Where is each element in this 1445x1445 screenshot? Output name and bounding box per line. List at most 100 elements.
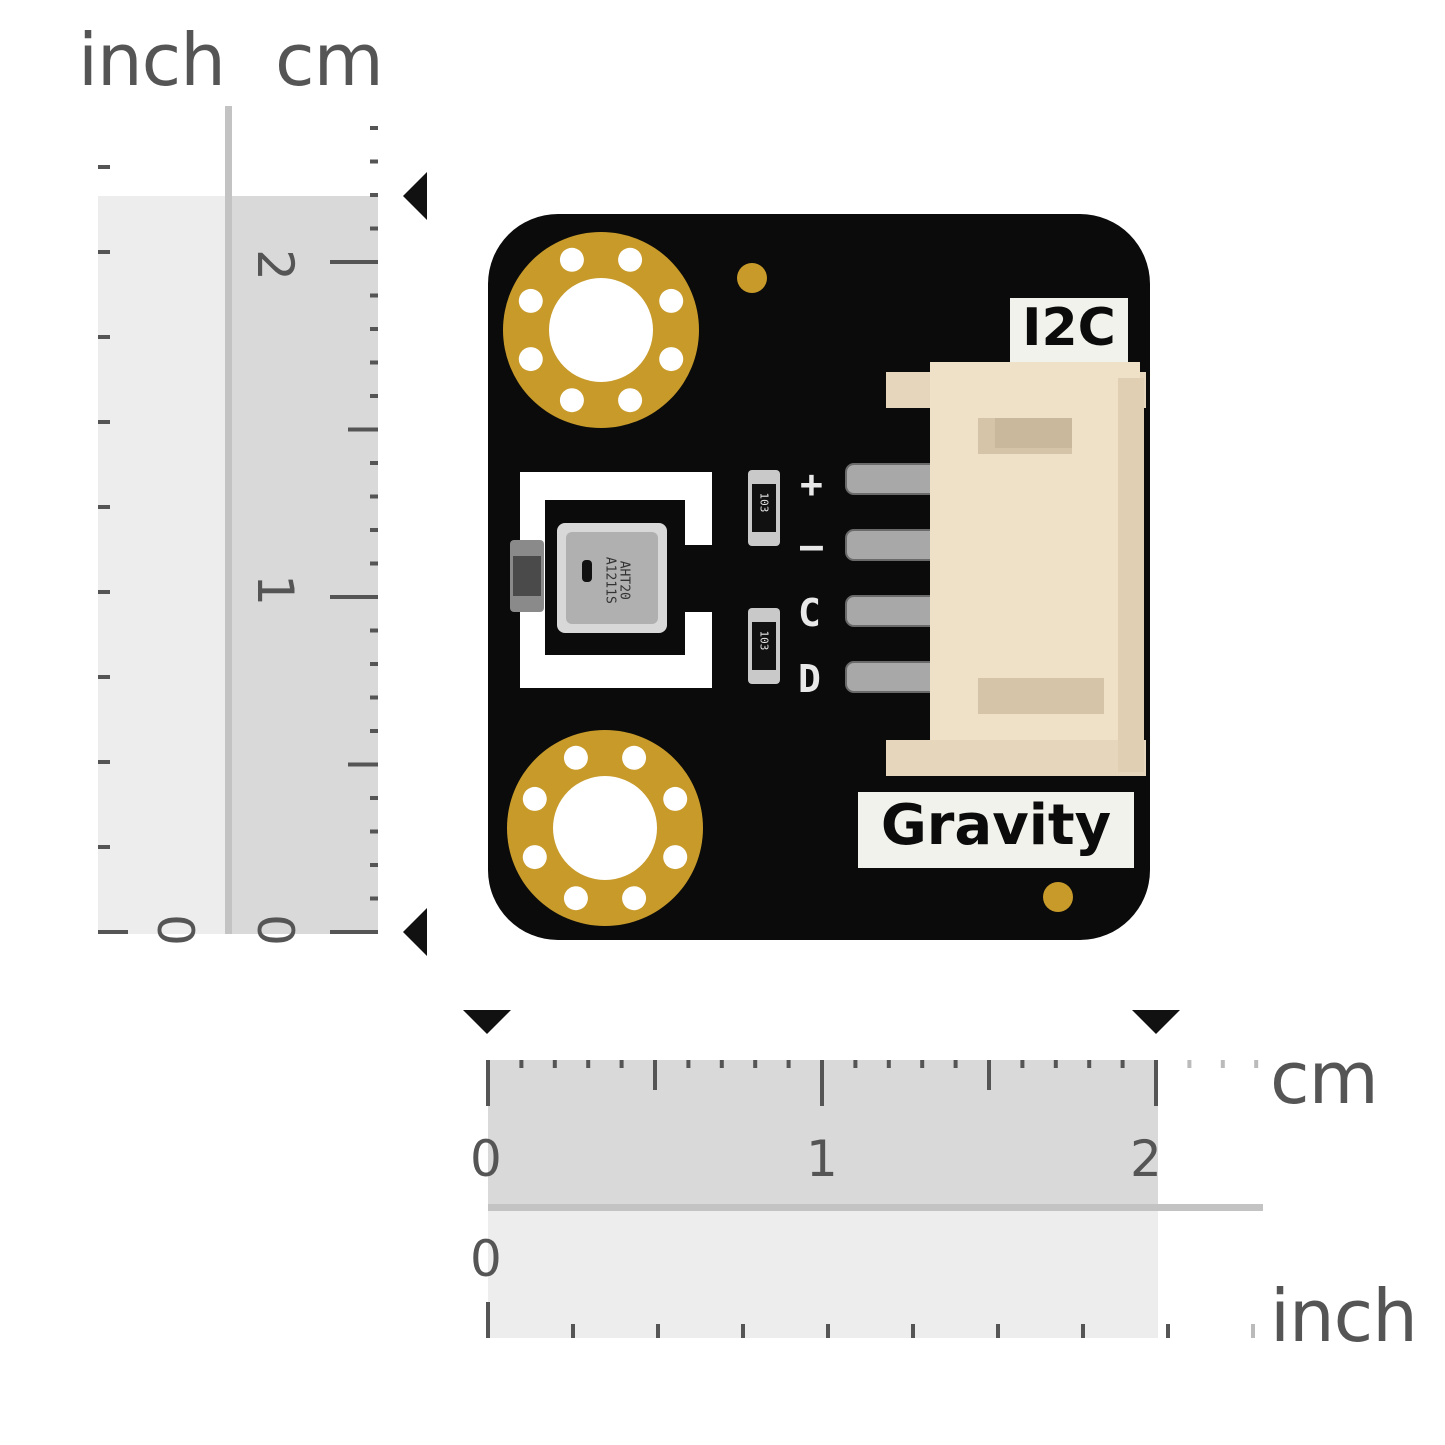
i2c-label: I2C (1010, 298, 1128, 362)
mounting-hole-dot (622, 745, 647, 770)
pin-label-gnd: – (800, 524, 823, 568)
via-top (737, 263, 767, 293)
via-bottom (1043, 882, 1073, 912)
horizontal-cm-tick (719, 1060, 724, 1068)
horizontal-inch-tick (826, 1324, 830, 1338)
horizontal-inch-tick (996, 1324, 1000, 1338)
vertical-cm-band (228, 196, 378, 934)
sensor-chip-text-line1: AHT20 (616, 560, 632, 600)
horizontal-inch-tick (1081, 1324, 1085, 1338)
horizontal-inch-tick (1166, 1324, 1170, 1338)
horizontal-cm-tick (820, 1060, 824, 1106)
horizontal-ruler-ticks (486, 1060, 1259, 1338)
pin-label-data: D (798, 657, 821, 701)
horizontal-cm-tick (1220, 1060, 1225, 1068)
vertical-inch-tick (98, 420, 110, 424)
horizontal-cm-tick (853, 1060, 858, 1068)
vertical-cm-tick (370, 829, 378, 834)
horizontal-cm-tick (686, 1060, 691, 1068)
horizontal-right-marker (1132, 1010, 1180, 1034)
vertical-cm-tick (370, 729, 378, 733)
board-graphic (503, 232, 1146, 926)
horizontal-cm-label-2: 2 (1130, 1130, 1162, 1188)
vertical-cm-tick (370, 695, 378, 700)
horizontal-cm-tick (486, 1060, 490, 1106)
horizontal-cm-tick (920, 1060, 925, 1068)
mounting-hole-dot (659, 288, 684, 313)
vertical-cm-tick (370, 796, 378, 800)
vertical-cm-tick (348, 427, 378, 432)
vertical-inch-tick (98, 590, 110, 594)
horizontal-inch-tick (571, 1324, 575, 1338)
vertical-ruler-ticks (98, 126, 378, 934)
vertical-cm-tick (370, 461, 378, 465)
horizontal-ruler-graphic (463, 1010, 1263, 1338)
vertical-cm-tick (330, 930, 378, 934)
vertical-cm-tick (370, 126, 378, 130)
vertical-cm-tick (370, 528, 378, 532)
horizontal-cm-tick (886, 1060, 891, 1068)
horizontal-inch-tick (911, 1324, 915, 1338)
vertical-cm-tick (330, 595, 378, 599)
horizontal-cm-tick (1020, 1060, 1025, 1068)
vertical-ruler-divider (225, 106, 232, 934)
mounting-hole-dot (518, 347, 543, 372)
vertical-cm-tick (370, 360, 378, 365)
mounting-hole-top (503, 232, 699, 428)
horizontal-inch-band (488, 1208, 1158, 1338)
vertical-cm-tick (370, 662, 378, 666)
horizontal-cm-tick (552, 1060, 557, 1068)
horizontal-cm-tick (987, 1060, 991, 1090)
vertical-cm-tick (370, 863, 378, 867)
vertical-inch-tick (98, 675, 110, 679)
vertical-cm-tick (370, 628, 378, 633)
pin-label-vcc: + (800, 462, 823, 506)
sensor-cutout (520, 472, 712, 688)
horizontal-inch-tick (1251, 1324, 1255, 1338)
horizontal-cm-tick (786, 1060, 791, 1068)
vertical-inch-tick (98, 505, 110, 509)
mounting-hole-dot (518, 288, 543, 313)
vertical-cm-tick (370, 896, 378, 901)
vertical-bottom-marker (403, 908, 427, 956)
resistor-top-code: 103 (757, 492, 771, 513)
sensor-chip-port (582, 560, 592, 582)
horizontal-inch-tick (486, 1302, 490, 1338)
vertical-cm-tick (348, 762, 378, 767)
mounting-hole-dot (559, 247, 584, 272)
vertical-inch-tick (98, 335, 110, 339)
pin-label-clock: C (798, 591, 821, 635)
vertical-cm-tick (370, 226, 378, 231)
vertical-cm-tick (370, 159, 378, 164)
horizontal-cm-tick (753, 1060, 758, 1068)
vertical-cm-tick (370, 293, 378, 298)
vertical-cm-tick (370, 494, 378, 499)
mounting-hole-dot (663, 845, 688, 870)
horizontal-cm-tick (1254, 1060, 1259, 1068)
horizontal-cm-tick (953, 1060, 958, 1068)
horizontal-ruler-unit-inch: inch (1270, 1274, 1418, 1358)
mounting-hole-dot (622, 886, 647, 911)
resistor-bottom-code: 103 (757, 630, 771, 651)
vertical-cm-tick (370, 327, 378, 331)
horizontal-cm-tick (586, 1060, 591, 1068)
horizontal-left-marker (463, 1010, 511, 1034)
horizontal-cm-tick (619, 1060, 624, 1068)
horizontal-ruler-divider (488, 1204, 1263, 1211)
mounting-hole-dot (559, 388, 584, 413)
horizontal-cm-tick (1087, 1060, 1092, 1068)
mounting-hole-dot (563, 886, 588, 911)
mounting-hole-dot (618, 247, 643, 272)
horizontal-cm-tick (653, 1060, 657, 1090)
horizontal-cm-tick (1154, 1060, 1158, 1106)
vertical-ruler-graphic (98, 106, 427, 956)
vertical-inch-tick (98, 845, 110, 849)
gravity-label: Gravity (858, 792, 1134, 868)
sensor-chip-text: AHT20 A1211S (602, 540, 631, 620)
mounting-hole-dot (522, 786, 547, 811)
vertical-ruler-unit-inch: inch (78, 18, 226, 102)
mounting-hole-bottom (507, 730, 703, 926)
horizontal-ruler-unit-cm: cm (1270, 1036, 1379, 1120)
mounting-hole-dot (618, 388, 643, 413)
horizontal-cm-tick (1120, 1060, 1125, 1068)
